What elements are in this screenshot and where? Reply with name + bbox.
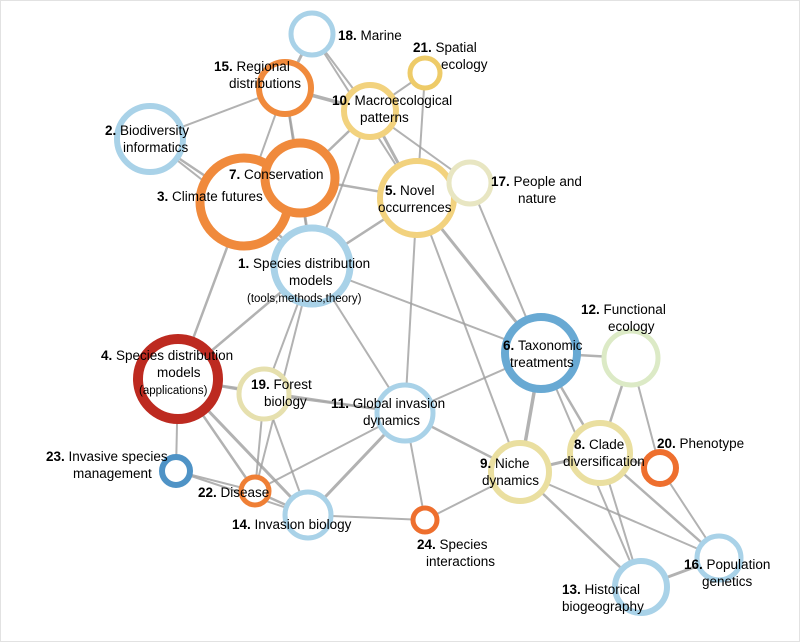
node-label-1: models	[289, 273, 333, 288]
node-label-1: (tools,methods,theory)	[247, 293, 362, 305]
node-label-16: 16. Population	[684, 557, 770, 572]
node-label-1: 1. Species distribution	[238, 256, 370, 271]
node-label-21: ecology	[441, 57, 488, 72]
node-label-7: 7. Conservation	[229, 167, 324, 182]
node-label-14: 14. Invasion biology	[232, 517, 352, 532]
node-circle-13[interactable]	[612, 558, 670, 616]
node-label-6: treatments	[510, 355, 574, 370]
node-circle-16[interactable]	[694, 533, 744, 583]
node-label-6: 6. Taxonomic	[503, 338, 583, 353]
node-label-15: distributions	[229, 76, 301, 91]
node-label-15: 15. Regional	[214, 59, 290, 74]
node-label-12: ecology	[608, 319, 655, 334]
node-label-13: 13. Historical	[562, 582, 640, 597]
node-circle-19[interactable]	[236, 366, 292, 422]
node-circle-14[interactable]	[282, 489, 334, 541]
node-label-17: nature	[518, 191, 556, 206]
node-label-8: diversification	[563, 454, 645, 469]
node-label-24: 24. Species	[417, 537, 488, 552]
node-circle-21[interactable]	[407, 55, 443, 91]
node-label-4: 4. Species distribution	[101, 348, 233, 363]
node-circle-9[interactable]	[488, 440, 552, 504]
node-circle-1[interactable]	[270, 224, 354, 308]
node-label-5: 5. Novel	[385, 183, 435, 198]
node-label-9: dynamics	[482, 473, 539, 488]
node-label-8: 8. Clade	[574, 437, 624, 452]
node-circle-2[interactable]	[114, 103, 186, 175]
edge-5-9	[416, 197, 521, 473]
node-label-19: biology	[264, 394, 307, 409]
node-label-4: models	[157, 365, 201, 380]
node-label-19: 19. Forest	[251, 377, 312, 392]
node-label-20: 20. Phenotype	[657, 436, 744, 451]
node-label-24: interactions	[426, 554, 495, 569]
node-label-18: 18. Marine	[338, 28, 402, 43]
node-label-3: 3. Climate futures	[157, 189, 263, 204]
node-label-9: 9. Niche	[480, 456, 530, 471]
node-label-2: informatics	[123, 140, 189, 155]
node-label-11: 11. Global invasion	[331, 396, 445, 411]
node-circle-10[interactable]	[341, 82, 399, 140]
node-label-5: occurrences	[378, 200, 452, 215]
node-label-13: biogeography	[562, 599, 644, 614]
node-circle-8[interactable]	[567, 420, 633, 486]
node-circle-23[interactable]	[159, 454, 193, 488]
node-label-10: patterns	[360, 110, 409, 125]
node-label-2: 2. Biodiversity	[105, 123, 189, 138]
node-circle-6[interactable]	[501, 313, 581, 393]
node-circle-7[interactable]	[260, 138, 340, 218]
node-label-22: 22. Disease	[198, 485, 269, 500]
node-circle-22[interactable]	[238, 474, 272, 508]
node-label-4: (applications)	[139, 385, 208, 397]
node-circle-12[interactable]	[601, 328, 661, 388]
node-circle-4[interactable]	[133, 334, 223, 424]
node-circle-17[interactable]	[446, 159, 494, 207]
node-label-17: 17. People and	[491, 174, 582, 189]
node-label-11: dynamics	[363, 413, 420, 428]
node-label-12: 12. Functional	[581, 302, 666, 317]
node-label-21: 21. Spatial	[413, 40, 477, 55]
node-circle-24[interactable]	[410, 505, 440, 535]
node-circle-20[interactable]	[641, 449, 679, 487]
node-circle-5[interactable]	[377, 158, 457, 238]
node-circle-11[interactable]	[374, 382, 436, 444]
node-label-23: management	[73, 466, 152, 481]
nodes-layer	[114, 10, 744, 616]
labels-layer: 1. Species distribution models (tools,meth…	[46, 28, 770, 614]
node-circle-15[interactable]	[256, 59, 314, 117]
node-label-10: 10. Macroecological	[332, 93, 452, 108]
node-circle-18[interactable]	[288, 10, 336, 58]
node-label-16: genetics	[702, 574, 753, 589]
node-label-23: 23. Invasive species	[46, 449, 168, 464]
